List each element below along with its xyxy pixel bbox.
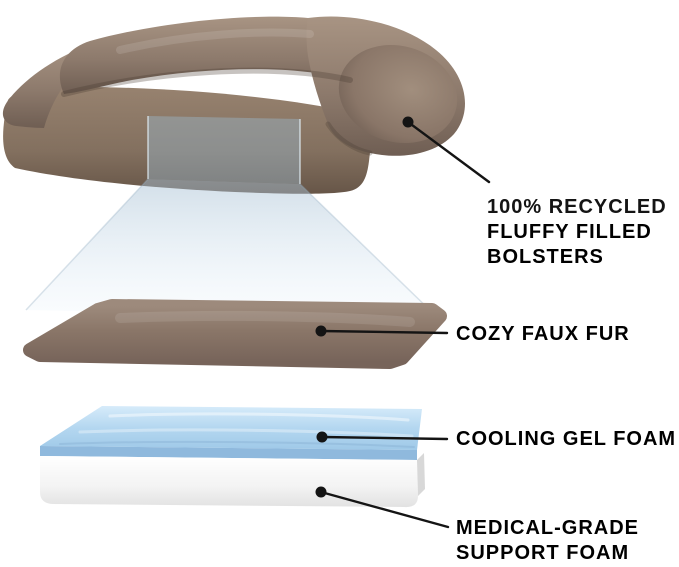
bed-seam-arm <box>325 121 373 156</box>
support-foam-front <box>40 456 418 508</box>
projection-cone <box>26 179 438 318</box>
cone-edge-right <box>299 183 439 319</box>
bolsters-label-line1: 100% RECYCLED <box>487 196 667 218</box>
callout-faux-fur: COZY FAUX FUR <box>315 323 630 345</box>
fur-sheen <box>115 310 415 327</box>
gel-streak-2 <box>78 428 414 438</box>
cooling-gel-label: COOLING GEL FOAM <box>456 428 676 450</box>
bed-arm-endcap <box>338 44 458 144</box>
bolsters-label-line3: BOLSTERS <box>487 246 604 268</box>
callout-dot-bolsters <box>402 116 414 128</box>
bed-base <box>3 87 375 194</box>
support-foam-label-line1: MEDICAL-GRADE <box>456 517 639 539</box>
bed-seam-back <box>61 67 353 97</box>
bed-highlight <box>116 28 314 54</box>
callout-bolsters: 100% RECYCLED FLUFFY FILLED BOLSTERS <box>402 116 667 268</box>
faux-fur-label: COZY FAUX FUR <box>456 323 630 345</box>
callout-dot-cooling-gel <box>316 431 328 443</box>
gel-streak-3 <box>59 440 415 448</box>
callout-line-faux-fur <box>319 329 449 335</box>
foam-layers <box>40 406 425 508</box>
callout-line-support-foam <box>319 490 450 529</box>
cooling-gel-front-edge <box>40 446 417 460</box>
gel-streak-1 <box>108 412 410 422</box>
fur-slab <box>23 299 447 369</box>
cutout-window <box>148 116 300 184</box>
support-foam-side <box>417 453 425 496</box>
cone-edge-left <box>25 178 149 311</box>
callout-cooling-gel: COOLING GEL FOAM <box>316 428 676 450</box>
bolsters-label-line2: FLUFFY FILLED <box>487 221 652 243</box>
pet-bed-photo <box>2 16 466 194</box>
callout-support-foam: MEDICAL-GRADE SUPPORT FOAM <box>315 486 639 564</box>
callout-dot-faux-fur <box>315 325 327 337</box>
callout-line-cooling-gel <box>320 435 449 441</box>
callout-line-bolsters <box>406 120 491 184</box>
callout-dot-support-foam <box>315 486 327 498</box>
bed-back-bolster <box>59 16 352 95</box>
cross-section-projection <box>25 116 439 319</box>
support-foam-label-line2: SUPPORT FOAM <box>456 542 629 564</box>
faux-fur-layer <box>23 299 447 369</box>
